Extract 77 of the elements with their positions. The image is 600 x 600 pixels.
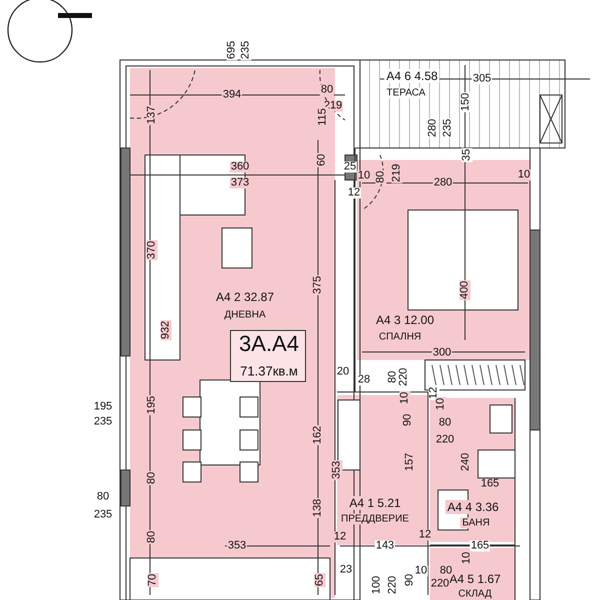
dimension-label: 235 xyxy=(442,118,454,138)
dimension-label: 220 xyxy=(434,434,456,446)
dimension-label: 220 xyxy=(388,574,398,596)
dimension-label: 12 xyxy=(332,532,348,542)
room-area-label: A4 6 4.58 xyxy=(384,69,440,83)
dimension-label: 932 xyxy=(160,320,172,340)
room-area-label: A4 2 32.87 xyxy=(214,290,276,304)
room-name: СПАЛНЯ xyxy=(376,332,424,342)
dimension-label: 353 xyxy=(332,460,342,480)
dimension-label: 375 xyxy=(312,274,324,296)
dimension-label: 695 xyxy=(226,40,238,60)
room-name: ПРЕДДВЕРИЕ xyxy=(339,514,411,524)
dimension-label: 370 xyxy=(146,240,158,260)
apartment-area: 71.37кв.м xyxy=(238,364,300,378)
dimension-label: 10 xyxy=(356,170,372,182)
dimension-label: 90 xyxy=(404,572,416,588)
dimension-label: 280 xyxy=(428,118,438,138)
storage-area xyxy=(430,548,515,600)
dimension-label: 100 xyxy=(372,574,382,596)
dimension-label: 138 xyxy=(312,498,324,518)
dimension-label: 195 xyxy=(92,402,114,412)
room-area-label: A4 4 3.36 xyxy=(445,500,501,514)
dimension-label: 10 xyxy=(414,566,428,576)
dimension-label: 305 xyxy=(472,74,492,84)
dimension-label: 195 xyxy=(146,394,158,416)
dimension-label: 235 xyxy=(92,510,114,520)
room-name: ДНЕВНА xyxy=(222,310,268,320)
dimension-label: 12 xyxy=(418,530,432,540)
dimension-label: 137 xyxy=(146,104,158,126)
dimension-label: 220 xyxy=(430,578,450,590)
dimension-label: 235 xyxy=(240,40,252,60)
apartment-label-box xyxy=(230,330,306,382)
dimension-label: 12 xyxy=(346,188,362,198)
dimension-label: 80 xyxy=(146,470,158,486)
dimension-label: 80 xyxy=(438,418,452,428)
dimension-label: 70 xyxy=(148,572,158,588)
dimension-label: 60 xyxy=(316,152,328,168)
dimension-label: 80 xyxy=(376,170,386,184)
dimension-label: 373 xyxy=(230,178,250,188)
dimension-label: 394 xyxy=(222,90,242,100)
dimension-label: 143 xyxy=(374,540,396,552)
dimension-label: 35 xyxy=(462,148,472,162)
dimension-label: 220 xyxy=(398,366,410,388)
room-name: ТЕРАСА xyxy=(384,88,428,98)
dimension-label: 360 xyxy=(230,162,250,172)
dimension-label: 10 xyxy=(516,170,532,180)
dimension-label: 353 xyxy=(226,540,248,552)
room-name: БАНЯ xyxy=(460,518,492,528)
dimension-label: 28 xyxy=(356,374,372,386)
dimension-label: 280 xyxy=(432,178,454,188)
dimension-label: 219 xyxy=(392,162,402,184)
dimension-label: 80 xyxy=(96,492,110,502)
dimension-label: 10 xyxy=(400,390,410,406)
room-area-label: A4 3 12.00 xyxy=(374,313,436,327)
dimension-label: 150 xyxy=(460,92,472,112)
dimension-label: 400 xyxy=(460,280,470,300)
dimension-label: 162 xyxy=(312,424,324,446)
dimension-label: 115 xyxy=(318,107,328,127)
dimension-label: 10 xyxy=(462,550,472,566)
dimension-label: 80 xyxy=(438,566,454,576)
room-area-label: A4 1 5.21 xyxy=(347,496,403,510)
room-name: СКЛАД xyxy=(456,588,494,600)
dimension-label: 240 xyxy=(460,452,472,472)
dimension-label: 10 xyxy=(436,396,446,412)
dimension-label: 165 xyxy=(470,540,490,552)
dimension-label: 23 xyxy=(338,564,354,576)
dimension-label: 165 xyxy=(480,478,500,490)
dimension-label: 157 xyxy=(404,452,416,472)
dimension-label: 65 xyxy=(314,572,326,588)
dimension-label: 90 xyxy=(402,412,414,428)
dimension-label: 80 xyxy=(388,370,398,384)
dimension-label: 235 xyxy=(92,416,114,428)
dimension-label: 25 xyxy=(342,162,358,172)
dimension-label: 80 xyxy=(146,530,158,544)
dimension-label: 20 xyxy=(336,366,350,378)
dimension-label: 80 xyxy=(320,84,334,96)
dimension-label: 300 xyxy=(432,348,452,358)
